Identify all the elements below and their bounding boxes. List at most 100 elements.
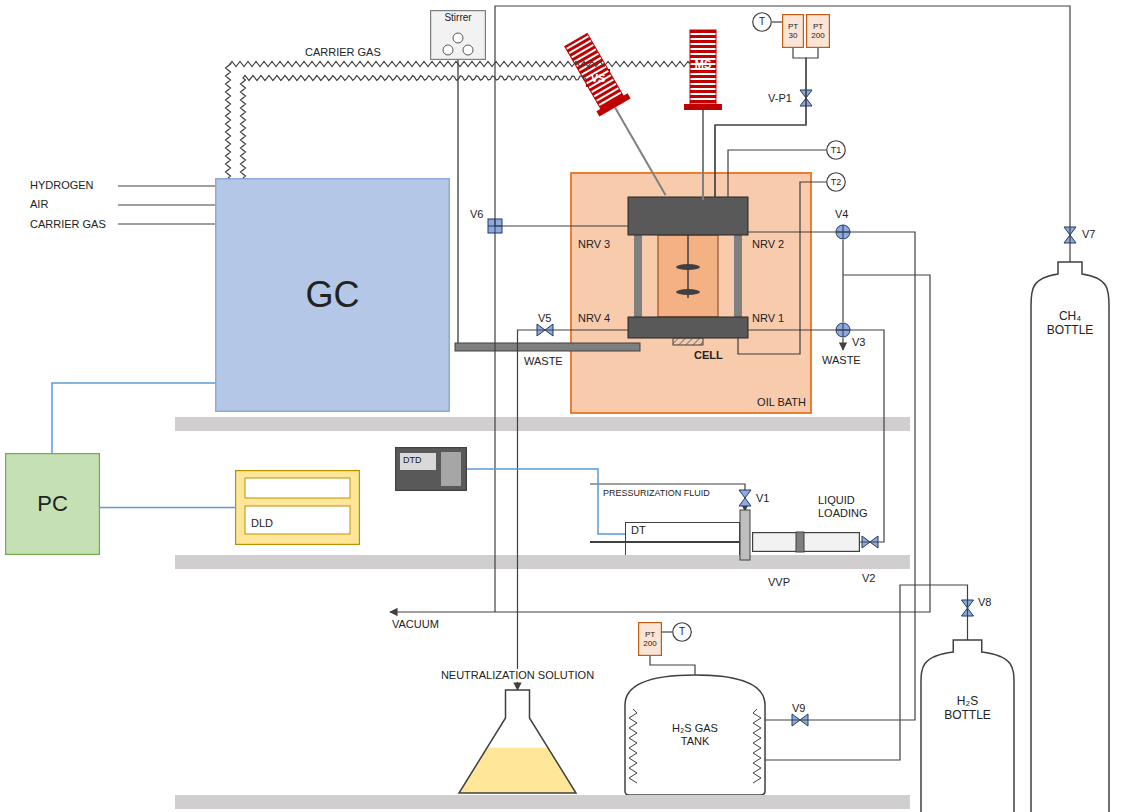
ms-label-box: MS <box>690 55 716 73</box>
neutralization-flask-part <box>459 690 576 793</box>
oil-bath: OIL BATHCELL <box>570 172 812 414</box>
node-label: 200 <box>811 31 824 40</box>
temperature-probe-part <box>673 623 692 642</box>
equilibrium-cell-part <box>628 197 748 235</box>
equilibrium-cell-outline <box>628 197 748 338</box>
outlet-label: WASTE <box>822 354 861 367</box>
gas-tank-part <box>625 675 765 795</box>
pressure-transducer-part <box>639 623 662 656</box>
valve-label: V1 <box>756 492 769 505</box>
node-label: DLD <box>251 517 273 530</box>
valve-label: V7 <box>1082 228 1095 241</box>
data-cable <box>100 507 235 509</box>
art-part <box>457 60 459 343</box>
pressure-transducer: PT200 <box>806 14 830 48</box>
dld-display: DLD <box>235 470 360 545</box>
node-label: T <box>679 626 685 638</box>
dtd-display-part <box>441 452 461 486</box>
pressure-transducer: PT30 <box>782 14 804 48</box>
carrier-gas-line <box>241 76 587 179</box>
fitting-label: NRV 1 <box>752 312 784 325</box>
valve-label: V5 <box>538 312 551 325</box>
valve-label: V3 <box>852 336 865 349</box>
valve-label: V6 <box>470 208 483 221</box>
neutralization-flask-outline <box>455 690 580 795</box>
temperature-probe: T1 <box>826 140 846 160</box>
displacement-transducer: DT <box>625 522 740 556</box>
valve-label: V4 <box>835 208 848 221</box>
gas-input-label: AIR <box>30 198 48 211</box>
art-part <box>690 30 716 104</box>
gc-box-part <box>216 179 450 412</box>
dld-display-outline <box>235 470 360 545</box>
valve-label: V8 <box>978 596 991 609</box>
node-label: CH₄ BOTTLE <box>1040 310 1100 338</box>
fitting-label: NRV 3 <box>578 238 610 251</box>
node-label: PT <box>813 22 823 31</box>
dld-display-part <box>236 471 360 545</box>
temperature-probe: T2 <box>826 172 846 192</box>
equilibrium-cell-part <box>676 264 700 270</box>
stirrer-box: Stirrer <box>430 10 486 60</box>
valve-symbol <box>488 90 1076 726</box>
vs-label-box: VS <box>586 69 610 87</box>
equilibrium-cell-part <box>628 317 748 338</box>
equilibrium-cell: CELL <box>628 197 748 338</box>
carrier-gas-line <box>226 62 691 179</box>
art-part <box>842 338 843 350</box>
art-part <box>702 110 704 200</box>
stirrer-box-part <box>443 45 453 55</box>
art-part <box>455 343 640 351</box>
temperature-probe: T <box>672 622 692 642</box>
stirrer-box-part <box>463 45 473 55</box>
gas-input-line <box>118 186 215 224</box>
dtd-display-part <box>396 448 467 491</box>
displacement-transducer-part <box>626 523 740 556</box>
node-label: DT <box>631 524 646 537</box>
temperature-probe-part <box>827 141 846 160</box>
neutralization-flask: NEUTRALIZATION SOLUTION <box>455 690 580 795</box>
art-part <box>684 104 722 110</box>
pc-box-part <box>6 454 100 555</box>
valve-label: V9 <box>792 702 805 715</box>
node-label: T2 <box>831 177 842 187</box>
node-label: 200 <box>643 639 656 648</box>
art-part <box>596 93 630 116</box>
syringe-pump-part <box>796 532 804 552</box>
node-label: PT <box>645 630 655 639</box>
art-part <box>740 510 750 560</box>
art-part <box>175 417 910 431</box>
node-label: VVP <box>768 576 790 589</box>
gas-bottle-part <box>921 640 1014 812</box>
node-label: NEUTRALIZATION SOLUTION <box>435 669 600 682</box>
temperature-probe: T <box>752 12 772 32</box>
node-label: H₂S BOTTLE <box>933 695 1003 723</box>
node-label: MS <box>695 58 712 71</box>
node-label: GC <box>306 274 360 315</box>
fitting-label: NRV 4 <box>578 312 610 325</box>
pressure-transducer-part <box>807 15 830 48</box>
syringe-pump-outline <box>752 532 860 552</box>
dtd-display: DTD <box>395 447 467 491</box>
vs-label-box-part <box>587 70 610 87</box>
gas-bottle: CH₄ BOTTLE <box>1030 262 1110 812</box>
pressure-transducer-part <box>783 15 804 48</box>
gc-box: GC <box>215 178 450 412</box>
sensor-wire <box>662 631 672 632</box>
gas-bottle: H₂S BOTTLE <box>920 640 1015 812</box>
line-label: CARRIER GAS <box>305 46 381 59</box>
neutralization-flask-part <box>459 748 576 793</box>
dtd-display-part <box>400 453 436 470</box>
equilibrium-cell-part <box>634 235 642 317</box>
gas-tank-part <box>753 709 761 783</box>
neutralization-flask-part <box>459 690 576 793</box>
equilibrium-cell-part <box>734 235 742 317</box>
gas-bottle-outline <box>1030 262 1110 812</box>
gas-tank-part <box>629 709 637 783</box>
node-label: H₂S GAS TANK <box>665 722 725 747</box>
node-label: T <box>759 16 765 28</box>
art-part <box>739 490 751 506</box>
node-label: CELL <box>694 349 723 362</box>
